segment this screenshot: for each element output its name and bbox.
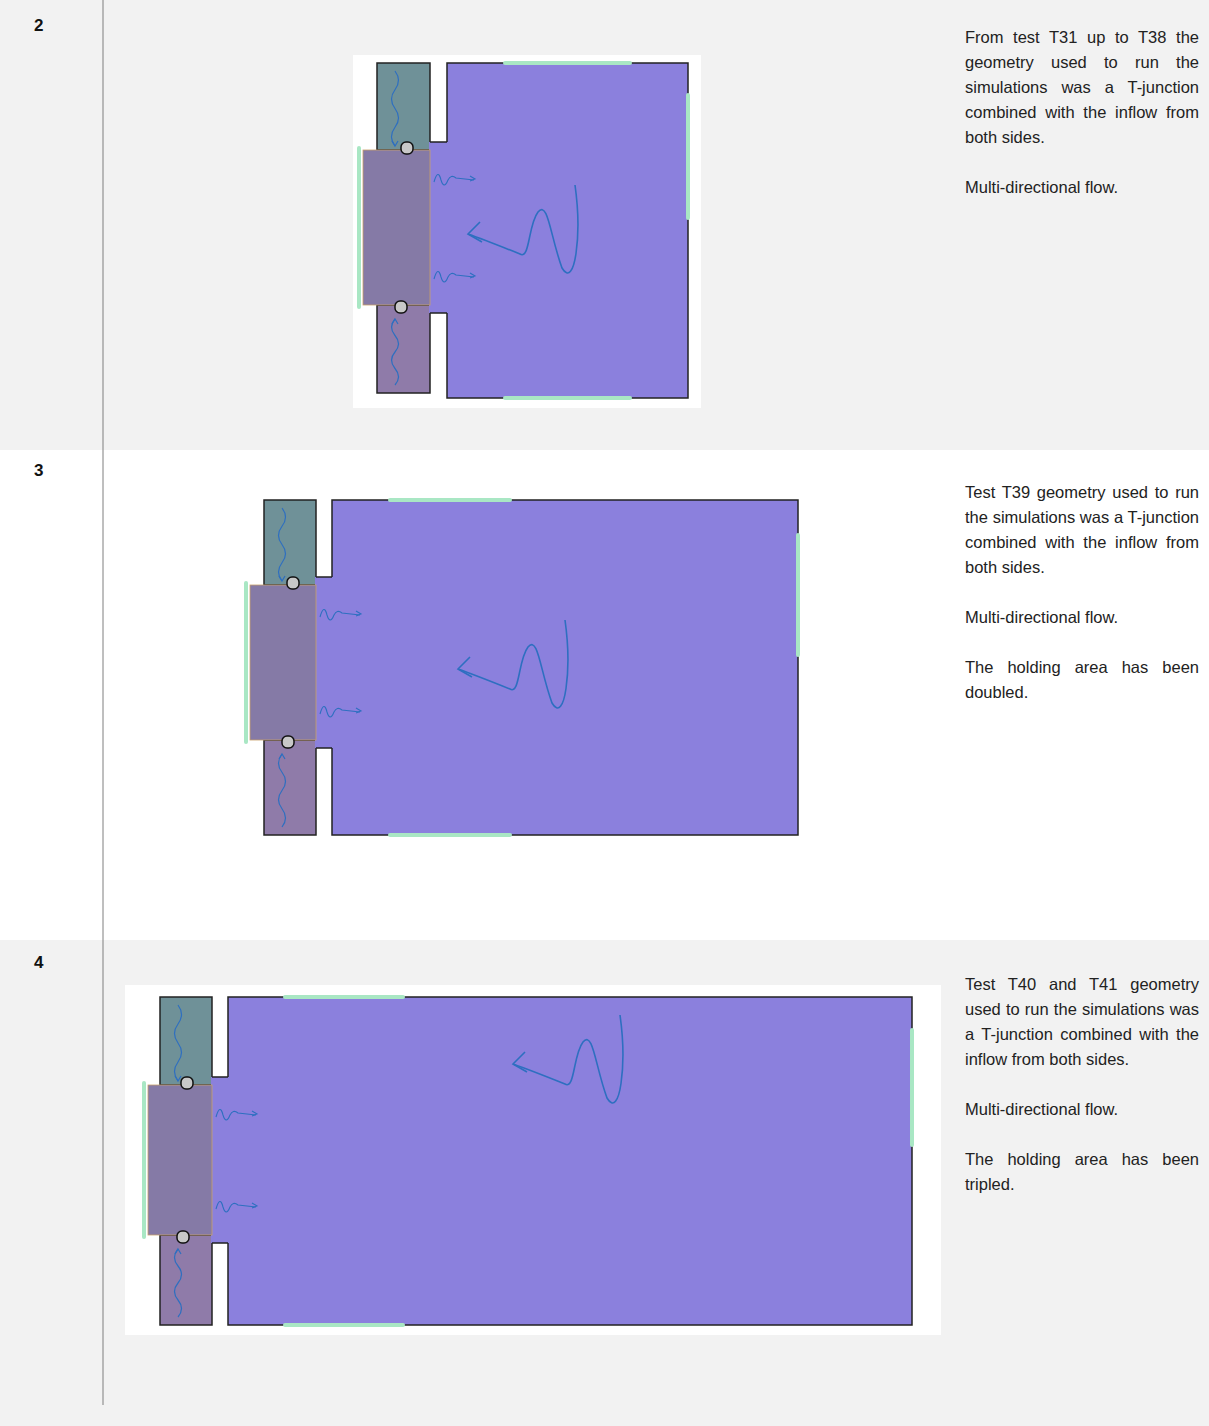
exit	[505, 61, 630, 65]
flow-squiggle	[175, 1005, 182, 1081]
column-rule	[103, 0, 104, 1405]
flow-arrowhead	[279, 576, 285, 581]
description-column: From test T31 up to T38 the geometry use…	[965, 25, 1199, 225]
row-number: 3	[34, 461, 43, 481]
wall	[316, 577, 332, 748]
description-text: Test T40 and T41 geometry used to run th…	[965, 972, 1199, 1072]
flow-arrow	[216, 1201, 256, 1212]
exit	[390, 498, 510, 502]
exit	[390, 833, 510, 837]
exit	[910, 1030, 914, 1145]
exit	[796, 535, 800, 655]
exit	[142, 1083, 146, 1237]
flow-arrowhead	[470, 176, 475, 181]
holding-area	[228, 997, 912, 1325]
inflow-corridor	[264, 500, 316, 585]
flow-arrow	[320, 609, 360, 620]
flow-squiggle	[468, 185, 578, 273]
t-junction	[363, 150, 430, 305]
flow-arrowhead	[175, 1249, 181, 1254]
description-column: Test T39 geometry used to run the simula…	[965, 480, 1199, 730]
flow-arrowhead	[392, 319, 398, 324]
junction-opening	[211, 1077, 230, 1243]
description-text: Multi-directional flow.	[965, 605, 1199, 630]
flow-arrow	[216, 1109, 256, 1120]
flow-arrowhead	[252, 1111, 257, 1116]
flow-arrowhead	[279, 754, 285, 759]
flow-squiggle	[279, 508, 286, 581]
description-column: Test T40 and T41 geometry used to run th…	[965, 972, 1199, 1222]
row-band	[0, 940, 1209, 1426]
flow-arrowhead	[356, 611, 361, 616]
flow-arrowhead	[468, 222, 482, 242]
flow-arrow	[434, 174, 474, 185]
gate-symbol	[282, 736, 294, 748]
t-junction	[250, 585, 316, 740]
exit	[357, 148, 361, 307]
description-text: From test T31 up to T38 the geometry use…	[965, 25, 1199, 150]
gate-symbol	[395, 301, 407, 313]
inflow-corridor	[377, 305, 430, 393]
description-text: The holding area has been doubled.	[965, 655, 1199, 705]
floor-plan	[359, 63, 688, 398]
description-text: The holding area has been tripled.	[965, 1147, 1199, 1197]
flow-arrowhead	[458, 657, 472, 677]
flow-squiggle	[392, 71, 399, 146]
gate-symbol	[287, 577, 299, 589]
flow-arrowhead	[252, 1203, 257, 1208]
junction-opening	[429, 142, 449, 313]
exit	[285, 1323, 403, 1327]
flow-arrowhead	[513, 1052, 527, 1072]
flow-squiggle	[175, 1249, 182, 1317]
row-band	[0, 0, 1209, 450]
junction-opening	[315, 577, 334, 748]
gate-symbol	[401, 142, 413, 154]
floor-plan	[246, 500, 798, 835]
description-text: Test T39 geometry used to run the simula…	[965, 480, 1199, 580]
flow-squiggle	[279, 754, 286, 827]
flow-arrowhead	[356, 708, 361, 713]
exit	[686, 95, 690, 218]
holding-area	[447, 63, 688, 398]
exit	[244, 583, 248, 742]
wall	[212, 1077, 228, 1243]
flow-squiggle	[392, 319, 399, 385]
row-number: 4	[34, 953, 43, 973]
description-text: Multi-directional flow.	[965, 175, 1199, 200]
inflow-corridor	[160, 997, 212, 1085]
inflow-corridor	[264, 740, 316, 835]
floor-plan	[144, 997, 912, 1325]
flow-squiggle	[458, 620, 568, 708]
holding-area	[332, 500, 798, 835]
row-number: 2	[34, 16, 43, 36]
flow-squiggle	[513, 1015, 623, 1103]
image-ground	[353, 55, 701, 408]
flow-arrow	[320, 706, 360, 717]
exit	[285, 995, 403, 999]
exit	[505, 396, 630, 400]
wall	[430, 142, 447, 313]
inflow-corridor	[160, 1235, 212, 1325]
flow-arrowhead	[392, 141, 398, 146]
flow-arrowhead	[175, 1076, 181, 1081]
gate-symbol	[177, 1231, 189, 1243]
t-junction	[148, 1085, 212, 1235]
image-ground	[125, 985, 941, 1335]
description-text: Multi-directional flow.	[965, 1097, 1199, 1122]
gate-symbol	[181, 1077, 193, 1089]
flow-arrow	[434, 271, 474, 282]
inflow-corridor	[377, 63, 430, 150]
flow-arrowhead	[470, 273, 475, 278]
